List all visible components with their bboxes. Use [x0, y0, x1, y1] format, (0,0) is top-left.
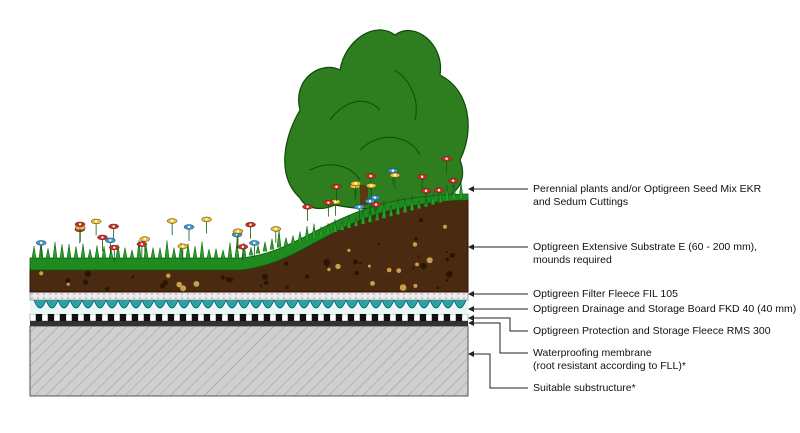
label-waterproofing-membrane: Waterproofing membrane(root resistant ac…: [533, 347, 686, 372]
perennial-flowers: [35, 156, 459, 262]
substructure-layer: [29, 325, 469, 397]
grass-layer: [29, 193, 469, 271]
substrate-grains: [39, 218, 455, 292]
leader-lines: [470, 188, 528, 389]
tree-shrub: [284, 29, 469, 210]
label-substructure: Suitable substructure*: [533, 382, 636, 394]
label-filter-fleece: Optigreen Filter Fleece FIL 105: [533, 288, 678, 300]
protection-fleece-layer: [29, 313, 469, 322]
substrate-layer: [29, 197, 469, 293]
filter-fleece-layer: [29, 291, 469, 301]
label-drainage-board: Optigreen Drainage and Storage Board FKD…: [533, 303, 797, 315]
label-substrate: Optigreen Extensive Substrate E (60 - 20…: [533, 241, 758, 266]
label-plants: Perennial plants and/or Optigreen Seed M…: [533, 183, 762, 208]
drainage-board-layer: [30, 299, 468, 314]
waterproofing-membrane-layer: [30, 321, 468, 326]
label-protection-fleece: Optigreen Protection and Storage Fleece …: [533, 325, 771, 337]
